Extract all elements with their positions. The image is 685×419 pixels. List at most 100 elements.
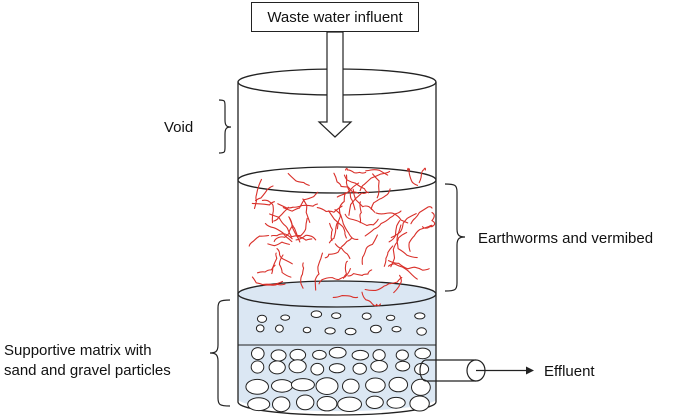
earthworm <box>361 234 378 265</box>
earthworm <box>410 206 433 225</box>
earthworm <box>370 188 391 210</box>
earthworm <box>393 274 402 294</box>
gravel-particle <box>289 348 307 362</box>
gravel-particle <box>255 324 265 333</box>
gravel-particle <box>288 359 307 374</box>
gravel-particle <box>416 327 427 336</box>
void-brace <box>218 99 232 154</box>
gravel-particle <box>315 377 339 396</box>
earthworm <box>332 295 359 299</box>
earthworm <box>344 213 379 227</box>
gravel-particle <box>344 327 357 336</box>
earthworm <box>408 224 433 252</box>
matrix-label-line2: sand and gravel particles <box>4 362 171 379</box>
gravel-particle <box>370 324 382 334</box>
earthworm <box>287 172 310 186</box>
earthworm <box>289 217 308 238</box>
earthworm <box>295 234 317 241</box>
earthworm <box>387 260 430 271</box>
earthworm <box>347 269 373 277</box>
gravel-particle <box>312 349 327 360</box>
earthworm <box>271 252 278 275</box>
gravel-particle <box>328 346 347 359</box>
gravel-particle <box>388 376 409 393</box>
gravel-particle <box>414 362 430 376</box>
earthworm <box>334 243 351 260</box>
earthworm <box>364 276 403 292</box>
effluent-arrow <box>476 366 534 375</box>
earthworm <box>343 174 370 194</box>
earthworm <box>329 222 334 242</box>
gravel-particle <box>414 312 426 320</box>
gravel-particle <box>337 396 363 412</box>
void-label: Void <box>164 119 194 136</box>
influent-label: Waste water influent <box>251 2 419 32</box>
earthworm <box>421 211 436 229</box>
earthworms-label: Earthworms and vermibed <box>478 230 654 247</box>
earthworm <box>375 212 409 224</box>
gravel-particles <box>245 310 432 413</box>
gravel-particle <box>270 349 287 362</box>
gravel-particle <box>342 378 360 394</box>
gravel-particle <box>365 377 386 393</box>
gravel-particle <box>245 378 270 395</box>
gravel-particle <box>331 312 342 320</box>
earthworm <box>383 245 394 267</box>
earthworm <box>406 167 419 186</box>
gravel-particle <box>328 363 346 374</box>
effluent-label: Effluent <box>544 363 595 380</box>
earthworm <box>324 237 353 259</box>
vermibed-brace <box>444 183 466 292</box>
earthworm <box>318 268 351 285</box>
earthworm <box>288 217 313 241</box>
gravel-particle <box>247 397 271 412</box>
gravel-particle <box>414 347 432 360</box>
gravel-particle <box>310 310 323 319</box>
gravel-particle <box>351 349 369 361</box>
gravel-particle <box>385 314 396 321</box>
earthworms <box>248 167 436 307</box>
gravel-particle <box>296 394 315 411</box>
matrix-brace <box>209 299 231 407</box>
earthworm <box>361 291 382 307</box>
gravel-particle <box>409 395 430 412</box>
earthworm <box>348 191 368 216</box>
earthworm <box>316 205 343 213</box>
earthworm <box>314 252 324 291</box>
earthworm <box>334 209 359 241</box>
gravel-particle <box>370 360 388 373</box>
gravel-particle <box>386 396 406 409</box>
gravel-particle <box>290 378 315 392</box>
gravel-particle <box>272 396 291 413</box>
earthworm <box>251 276 284 286</box>
gravel-particle <box>275 324 284 333</box>
influent-arrow <box>317 31 353 138</box>
gravel-particle <box>302 326 312 334</box>
earthworm <box>359 201 362 224</box>
earthworm <box>254 185 274 202</box>
earthworm <box>418 167 426 184</box>
gravel-particle <box>324 327 336 335</box>
earthworm <box>264 222 293 243</box>
matrix-top-surface <box>237 280 437 308</box>
earthworm <box>336 182 360 198</box>
gravel-particle <box>271 379 293 393</box>
gravel-particle <box>250 360 265 374</box>
earthworm <box>365 169 389 176</box>
gravel-particle <box>391 326 402 333</box>
earthworm <box>248 234 270 247</box>
earthworm <box>302 198 311 223</box>
earthworm <box>300 262 305 289</box>
earthworm <box>253 178 263 210</box>
earthworm <box>328 210 347 239</box>
earthworm <box>372 173 380 199</box>
gravel-particle <box>361 312 372 320</box>
gravel-particle <box>365 395 384 409</box>
earthworm <box>344 167 367 174</box>
earthworm <box>396 224 418 259</box>
gravel-particle <box>280 314 291 321</box>
earthworm <box>345 174 356 211</box>
earthworm <box>267 241 290 247</box>
